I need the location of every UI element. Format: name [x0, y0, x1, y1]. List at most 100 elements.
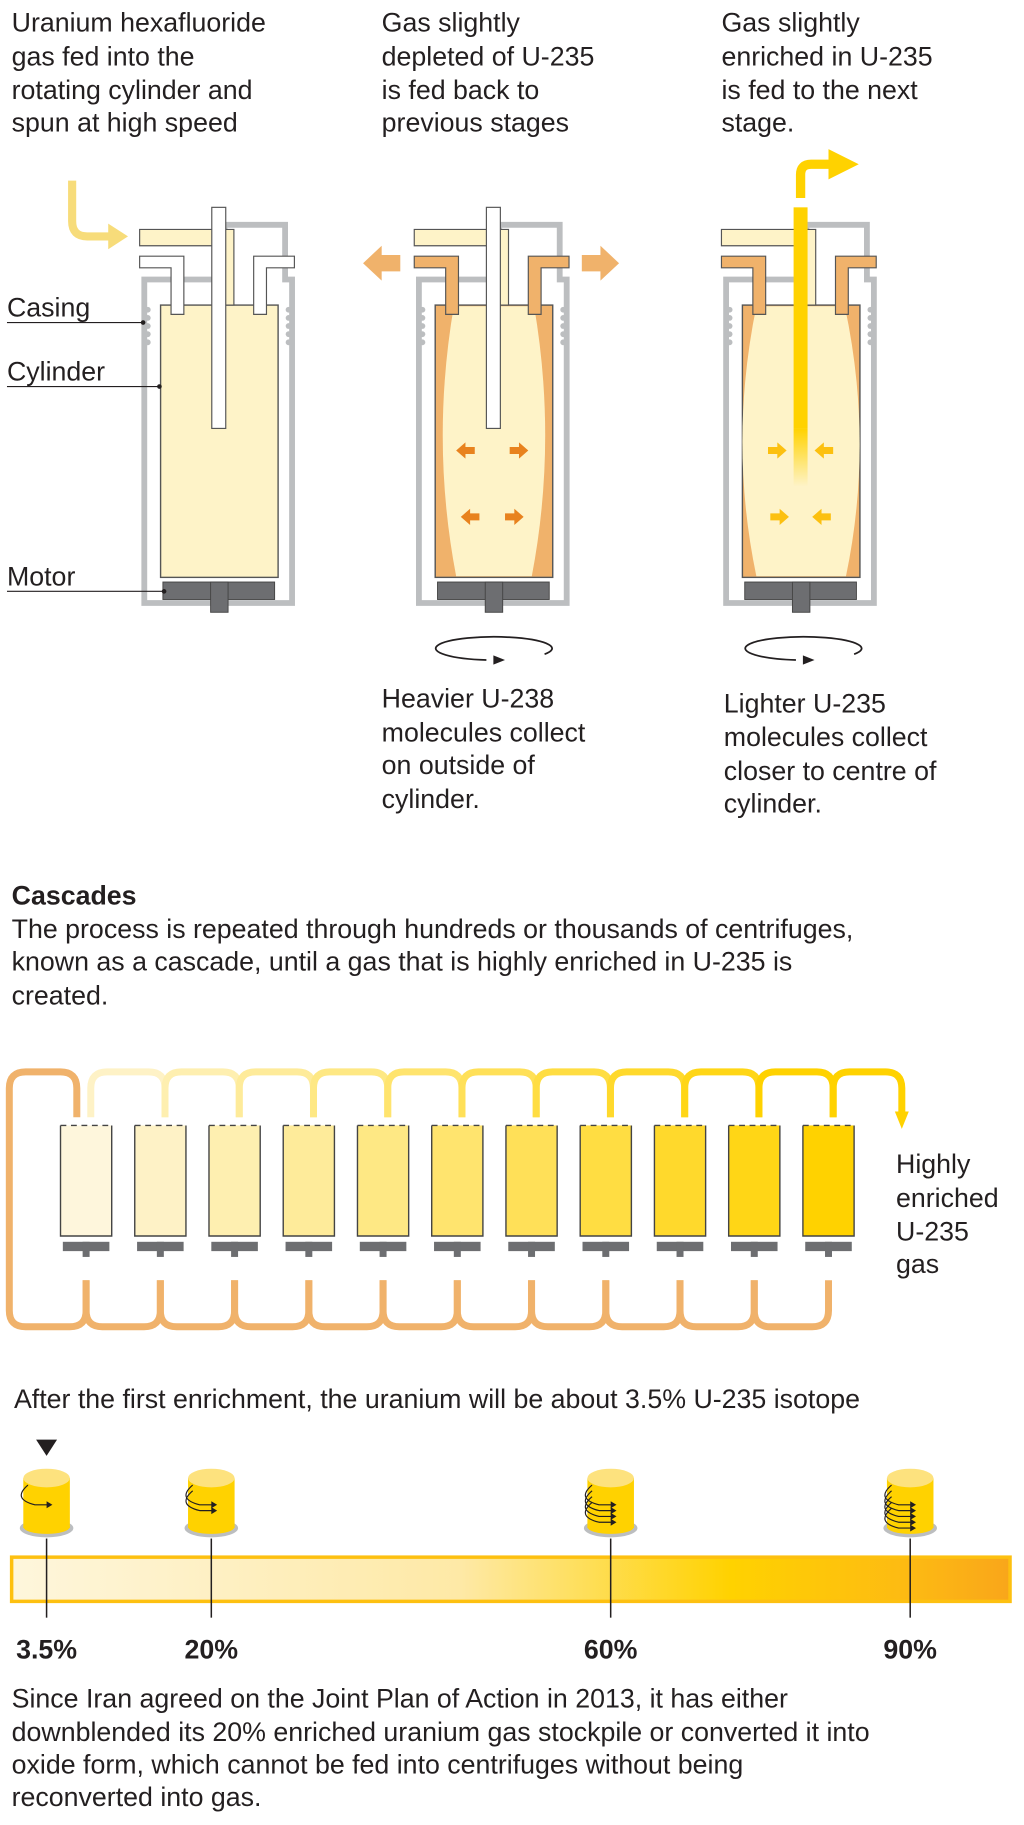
stage-motor-shaft — [156, 1241, 164, 1257]
stage-cylinder — [134, 1125, 186, 1236]
arrow-in-left — [812, 508, 831, 526]
swirl-arrow-head — [610, 1507, 617, 1515]
can-bottom — [587, 1519, 634, 1534]
text-line: Uranium hexafluoride — [12, 8, 266, 38]
casing-ridge — [726, 306, 733, 313]
leader-dot — [161, 589, 167, 594]
stage-motor-shaft — [676, 1241, 684, 1257]
leader-dot — [157, 384, 162, 389]
feed-pipe — [384, 1068, 466, 1118]
rotation-icon — [434, 635, 553, 665]
text-line: molecules collect — [724, 722, 928, 752]
text-line: known as a cascade, until a gas that is … — [12, 947, 793, 977]
casing-ridge — [419, 331, 426, 338]
casing-ridge — [867, 331, 874, 338]
text-line: Gas slightly — [721, 8, 860, 38]
casing-ridge — [144, 323, 151, 329]
cascade-stage — [505, 1124, 558, 1257]
stage-motor-shaft — [453, 1241, 461, 1257]
feed-pipe — [161, 1068, 243, 1118]
cascade-stage — [802, 1124, 855, 1257]
casing-ridge — [285, 306, 292, 313]
swirl-arrow-head — [910, 1524, 917, 1532]
cascade-stage — [208, 1124, 261, 1257]
can-top — [886, 1468, 934, 1488]
casing-ridge — [560, 323, 567, 329]
swirl-arrow-head — [211, 1507, 218, 1515]
caption-heavier: Heavier U-238 molecules collect on outsi… — [382, 684, 586, 814]
stage-cylinder — [580, 1125, 632, 1236]
output-arrow-head — [894, 1111, 909, 1129]
text-line: molecules collect — [382, 717, 586, 747]
text-line: Lighter U-235 — [724, 688, 886, 718]
can-top — [587, 1468, 634, 1488]
stage-cylinder — [208, 1125, 261, 1236]
feed-pipe — [829, 1068, 906, 1118]
casing-ridge — [419, 323, 426, 329]
text-line: on outside of — [382, 750, 536, 780]
casing-ridge — [285, 339, 292, 346]
text-line: created. — [12, 980, 109, 1010]
stage-outline — [134, 1125, 187, 1237]
stage-outline — [505, 1125, 558, 1237]
text-line: depleted of U-235 — [382, 41, 595, 71]
feed-pipe — [235, 1068, 317, 1118]
casing-ridge — [144, 339, 151, 346]
text-line: previous stages — [382, 108, 569, 138]
cascade-diagram — [5, 1068, 909, 1331]
casing-ridge — [285, 331, 292, 338]
part-labels: Casing Cylinder Motor — [6, 293, 167, 594]
feed-arrow — [68, 180, 111, 241]
stage-motor-shaft — [825, 1241, 832, 1257]
casing-ridge — [867, 323, 874, 329]
casing-ridge — [285, 314, 292, 321]
text-line: stage. — [721, 108, 794, 138]
text-line: Highly — [896, 1149, 971, 1179]
current-level-indicator — [36, 1439, 58, 1456]
swirl-arrow-head — [910, 1507, 917, 1515]
stage-outline — [802, 1125, 855, 1237]
stage-outline — [727, 1125, 781, 1237]
casing-ridge — [144, 331, 151, 338]
arrow-in-left — [814, 442, 834, 459]
output-arrow-head — [828, 149, 859, 180]
stage-motor-shaft — [231, 1241, 239, 1257]
casing-ridge — [144, 314, 151, 321]
stage-motor-shaft — [750, 1241, 758, 1257]
label-cylinder: Cylinder — [7, 357, 105, 387]
stage-outline — [356, 1125, 410, 1237]
outlet-pipe — [720, 255, 767, 315]
arrow-in-right — [770, 508, 789, 526]
return-arrow-right — [581, 245, 620, 281]
stage-motor-shaft — [82, 1241, 90, 1257]
feed-arrow-head — [108, 223, 128, 250]
swirl-arrow-head — [910, 1512, 917, 1520]
arrow-out-right — [505, 508, 524, 526]
swirl-arrow-head — [610, 1518, 617, 1526]
feed-pipe — [755, 1068, 837, 1118]
stage-cylinder — [802, 1125, 855, 1236]
tick-label: 60% — [584, 1634, 638, 1664]
return-pipe — [82, 1280, 164, 1331]
swirl-arrow-head — [211, 1501, 218, 1509]
feed-pipe — [309, 1068, 392, 1118]
tick-label: 3.5% — [16, 1634, 77, 1664]
stage-motor-shaft — [305, 1241, 313, 1257]
return-pipe — [676, 1280, 758, 1331]
feed-pipe — [532, 1068, 614, 1118]
arrow-out-right — [509, 442, 529, 459]
can-top — [188, 1468, 235, 1488]
return-pipe — [156, 1280, 239, 1331]
return-pipe — [528, 1280, 610, 1331]
centrifuge-enriched — [720, 149, 877, 613]
centrifuge-feed — [68, 180, 295, 613]
motor-shaft — [210, 581, 229, 613]
text-line: gas fed into the — [12, 41, 195, 71]
cascade-stage — [59, 1124, 113, 1257]
cascades-description: The process is repeated through hundreds… — [12, 914, 854, 1010]
can-bottom — [188, 1519, 235, 1534]
rotation-icon — [744, 635, 863, 665]
cascade-stage — [653, 1124, 707, 1257]
enriched-tube-fade — [793, 428, 808, 487]
can-top — [23, 1468, 70, 1488]
